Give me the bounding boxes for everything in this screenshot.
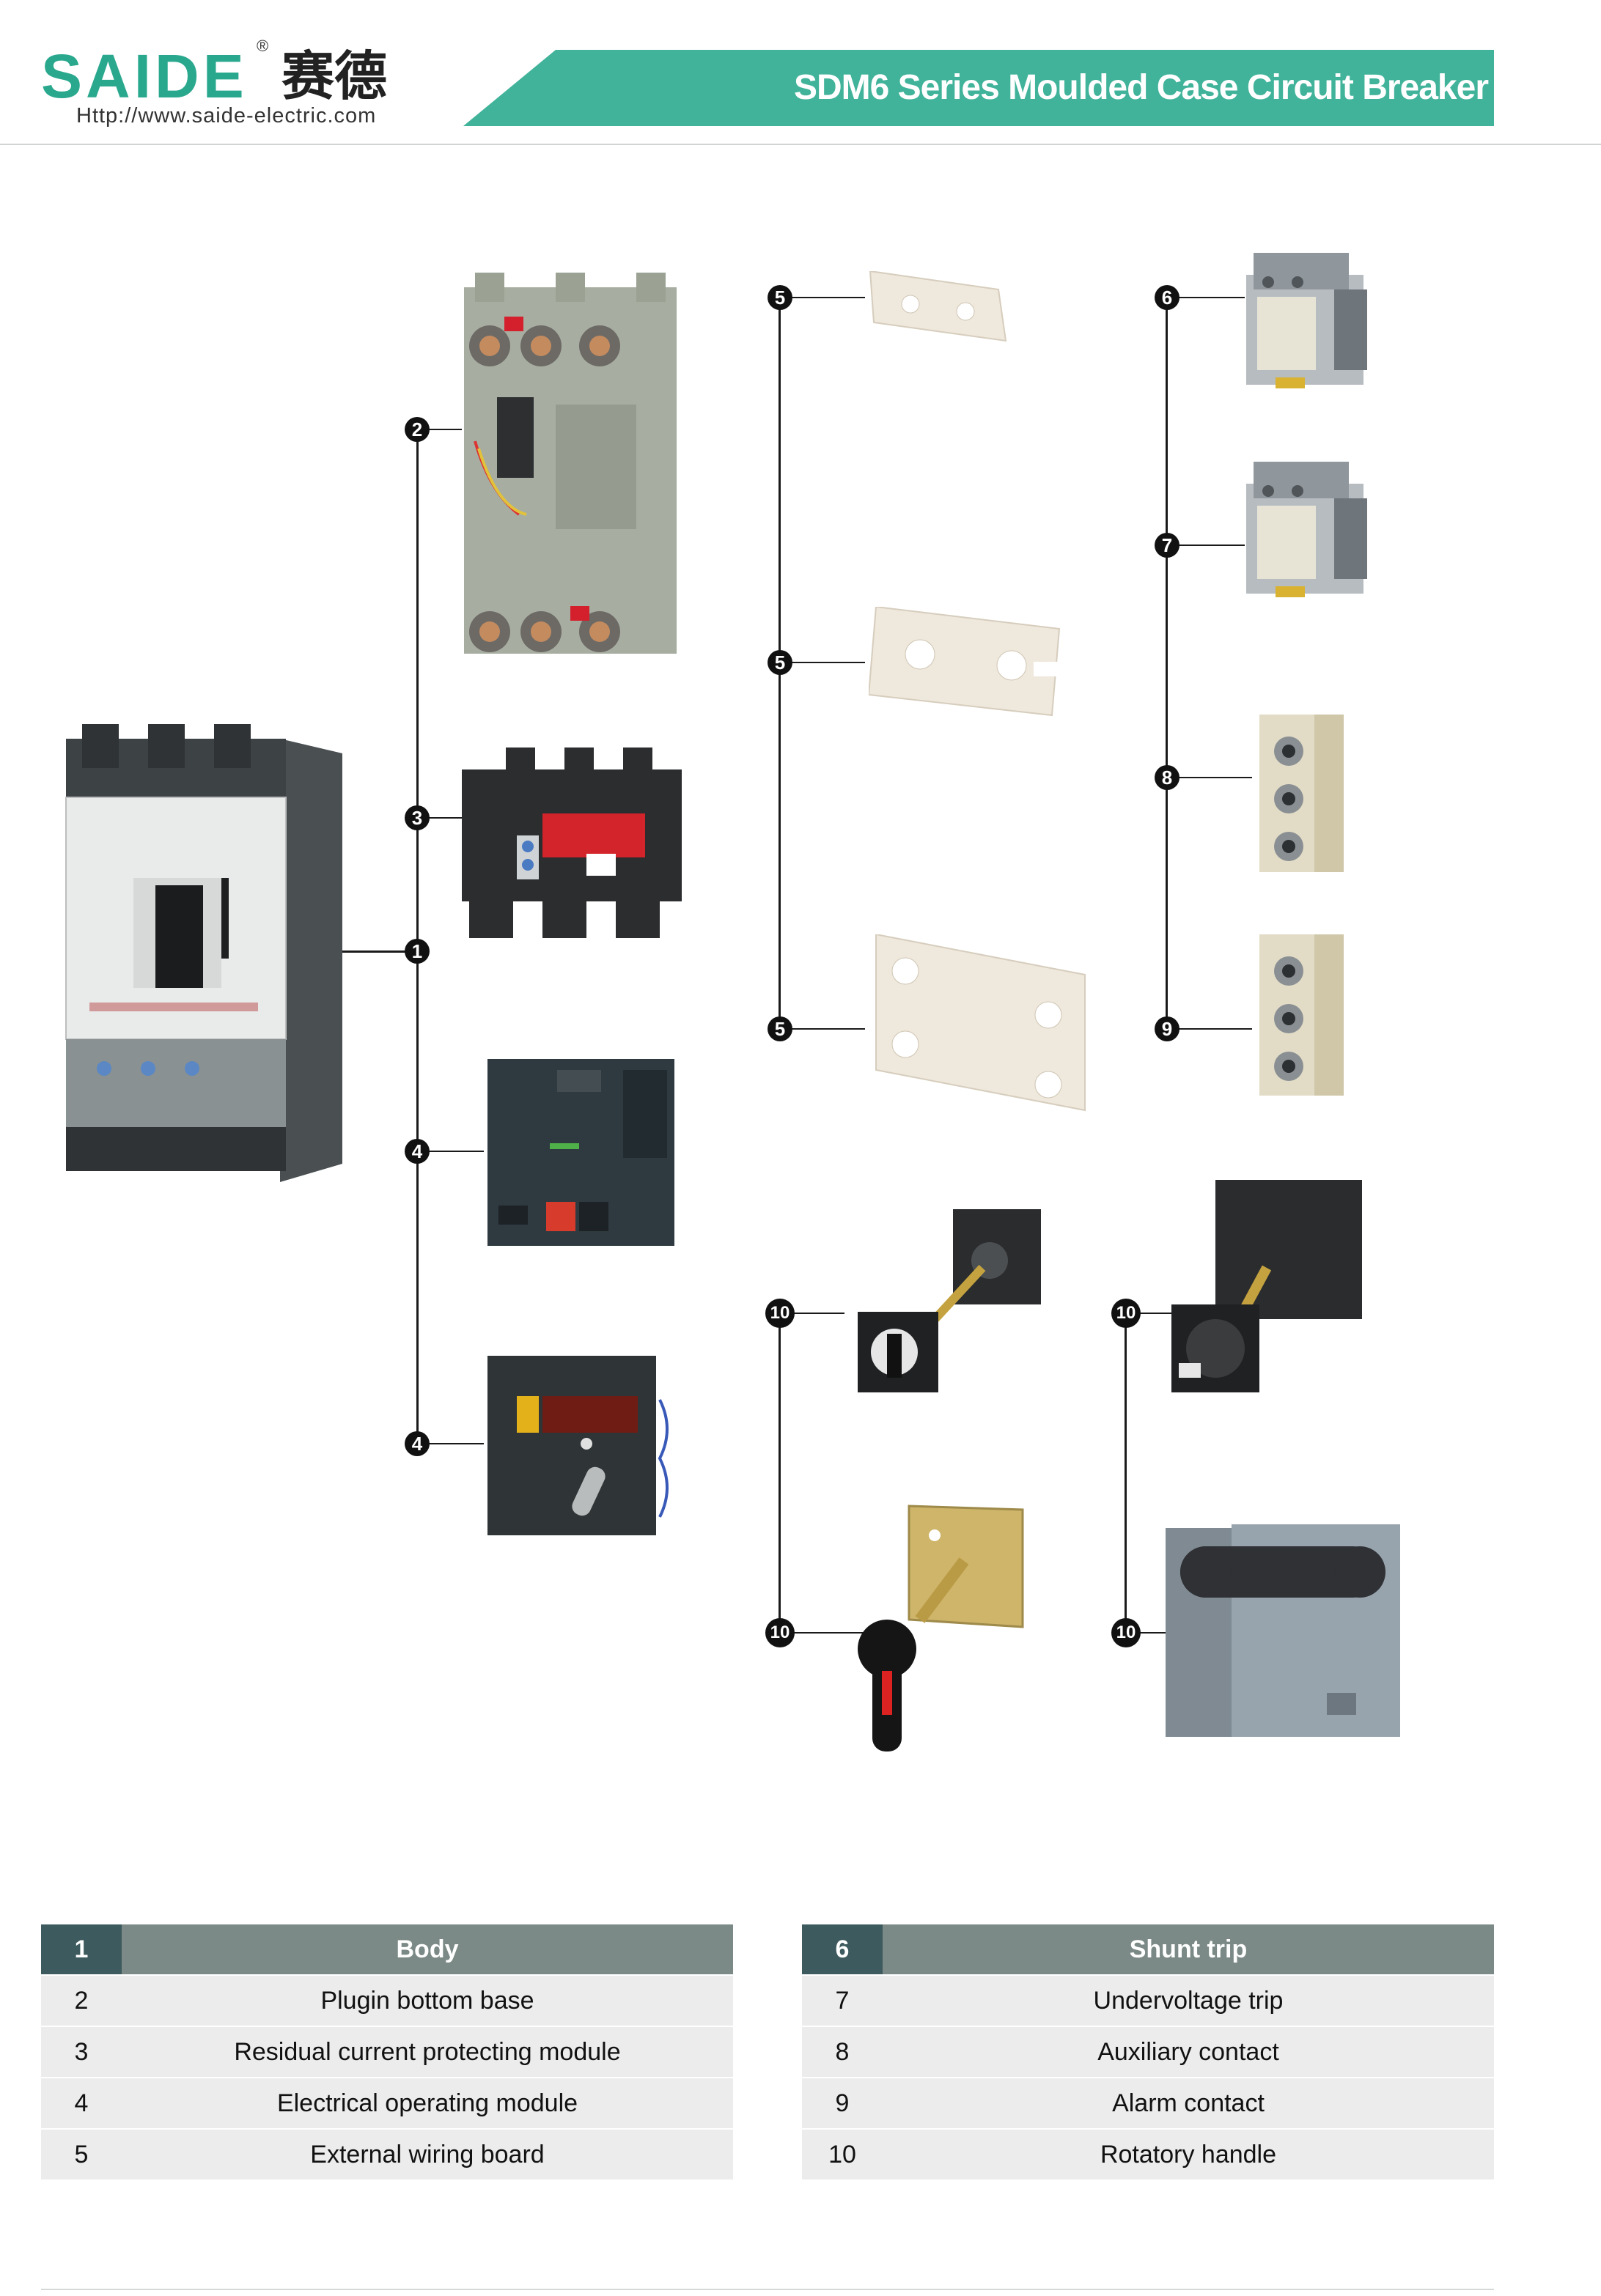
callout-badge: 5 [768,285,792,310]
connector-line [416,429,419,1444]
external-wiring-board-image [872,934,1092,1114]
connector-line [1139,1313,1179,1314]
callout-badge: 10 [765,1618,795,1647]
table-row: 9 Alarm contact [802,2077,1494,2129]
part-number: 6 [802,1924,883,1975]
connector-line [779,1314,781,1633]
part-number: 2 [41,1974,122,2026]
part-name: Auxiliary contact [883,2026,1494,2078]
part-number: 7 [802,1974,883,2026]
external-wiring-board-image [869,607,1063,717]
connector-line [792,297,865,298]
part-name: Undervoltage trip [883,1974,1494,2026]
page-header: SAIDE ® 赛德 Http://www.saide-electric.com… [0,0,1601,147]
callout-badge: 7 [1155,533,1179,558]
table-row: 3 Residual current protecting module [41,2026,733,2078]
part-name: Rotatory handle [883,2128,1494,2179]
connector-line [1179,297,1245,298]
connector-line [1166,297,1168,1028]
callout-badge: 6 [1155,285,1179,310]
part-name: Body [122,1924,733,1975]
part-number: 1 [41,1924,122,1975]
table-row: 7 Undervoltage trip [802,1974,1494,2026]
auxiliary-contact-image [1252,707,1351,879]
connector-line [793,1313,844,1314]
connector-line [429,1443,484,1444]
callout-badge: 3 [405,805,430,830]
table-row: 4 Electrical operating module [41,2077,733,2129]
connector-line [1125,1314,1127,1633]
part-name: External wiring board [122,2128,733,2179]
part-number: 10 [802,2128,883,2179]
connector-line [429,429,462,430]
connector-line [1179,1028,1252,1030]
callout-badge: 1 [405,939,430,964]
part-name: Plugin bottom base [122,1974,733,2026]
electrical-operating-module-image [476,1048,685,1253]
table-row: 5 External wiring board [41,2128,733,2179]
external-wiring-board-image [866,271,1009,348]
table-row: 2 Plugin bottom base [41,1974,733,2026]
connector-line [1179,545,1245,546]
rotary-handle-image [1164,1180,1366,1400]
alarm-contact-image [1252,927,1351,1103]
callout-badge: 10 [765,1299,795,1328]
part-number: 8 [802,2026,883,2078]
table-row: 6 Shunt trip [802,1924,1494,1975]
connector-line [339,950,418,953]
rotary-handle-image [854,1502,1030,1755]
table-row: 10 Rotatory handle [802,2128,1494,2179]
connector-line [429,1151,484,1152]
part-number: 4 [41,2077,122,2129]
parts-table-left: 1 Body 2 Plugin bottom base 3 Residual c… [41,1924,733,2179]
header-divider [0,144,1601,145]
callout-badge: 4 [405,1139,430,1164]
callout-badge: 4 [405,1431,430,1456]
rotary-handle-image [850,1209,1048,1400]
connector-line [792,662,865,663]
callout-badge: 5 [768,650,792,675]
part-name: Shunt trip [883,1924,1494,1975]
callout-badge: 2 [405,417,430,442]
part-number: 5 [41,2128,122,2179]
part-name: Alarm contact [883,2077,1494,2129]
connector-line [793,1632,874,1634]
part-name: Electrical operating module [122,2077,733,2129]
callout-badge: 9 [1155,1016,1179,1041]
rotary-handle-image [1166,1510,1400,1737]
shunt-trip-image [1239,246,1378,403]
footer-divider [41,2289,1494,2290]
brand-logo: SAIDE [41,42,248,111]
callout-badge: 8 [1155,765,1179,790]
plugin-bottom-base-image [460,273,680,668]
part-name: Residual current protecting module [122,2026,733,2078]
callout-badge: 10 [1111,1299,1141,1328]
table-row: 1 Body [41,1924,733,1975]
connector-line [1139,1632,1172,1634]
undervoltage-trip-image [1239,454,1378,608]
title-banner: SDM6 Series Moulded Case Circuit Breaker [463,50,1494,126]
brand-logo-chinese: 赛德 [281,45,388,107]
electrical-operating-module-image [476,1334,685,1543]
table-row: 8 Auxiliary contact [802,2026,1494,2078]
breaker-body-image [60,724,342,1182]
residual-current-module-image [462,748,689,942]
part-number: 3 [41,2026,122,2078]
part-number: 9 [802,2077,883,2129]
page-title: SDM6 Series Moulded Case Circuit Breaker [793,68,1489,107]
registered-mark: ® [257,37,269,55]
callout-badge: 5 [768,1016,792,1041]
connector-line [792,1028,865,1030]
connector-line [429,817,462,819]
parts-table-right: 6 Shunt trip 7 Undervoltage trip 8 Auxil… [802,1924,1494,2179]
callout-badge: 10 [1111,1618,1141,1647]
website-url[interactable]: Http://www.saide-electric.com [76,104,377,128]
connector-line [1179,777,1252,778]
